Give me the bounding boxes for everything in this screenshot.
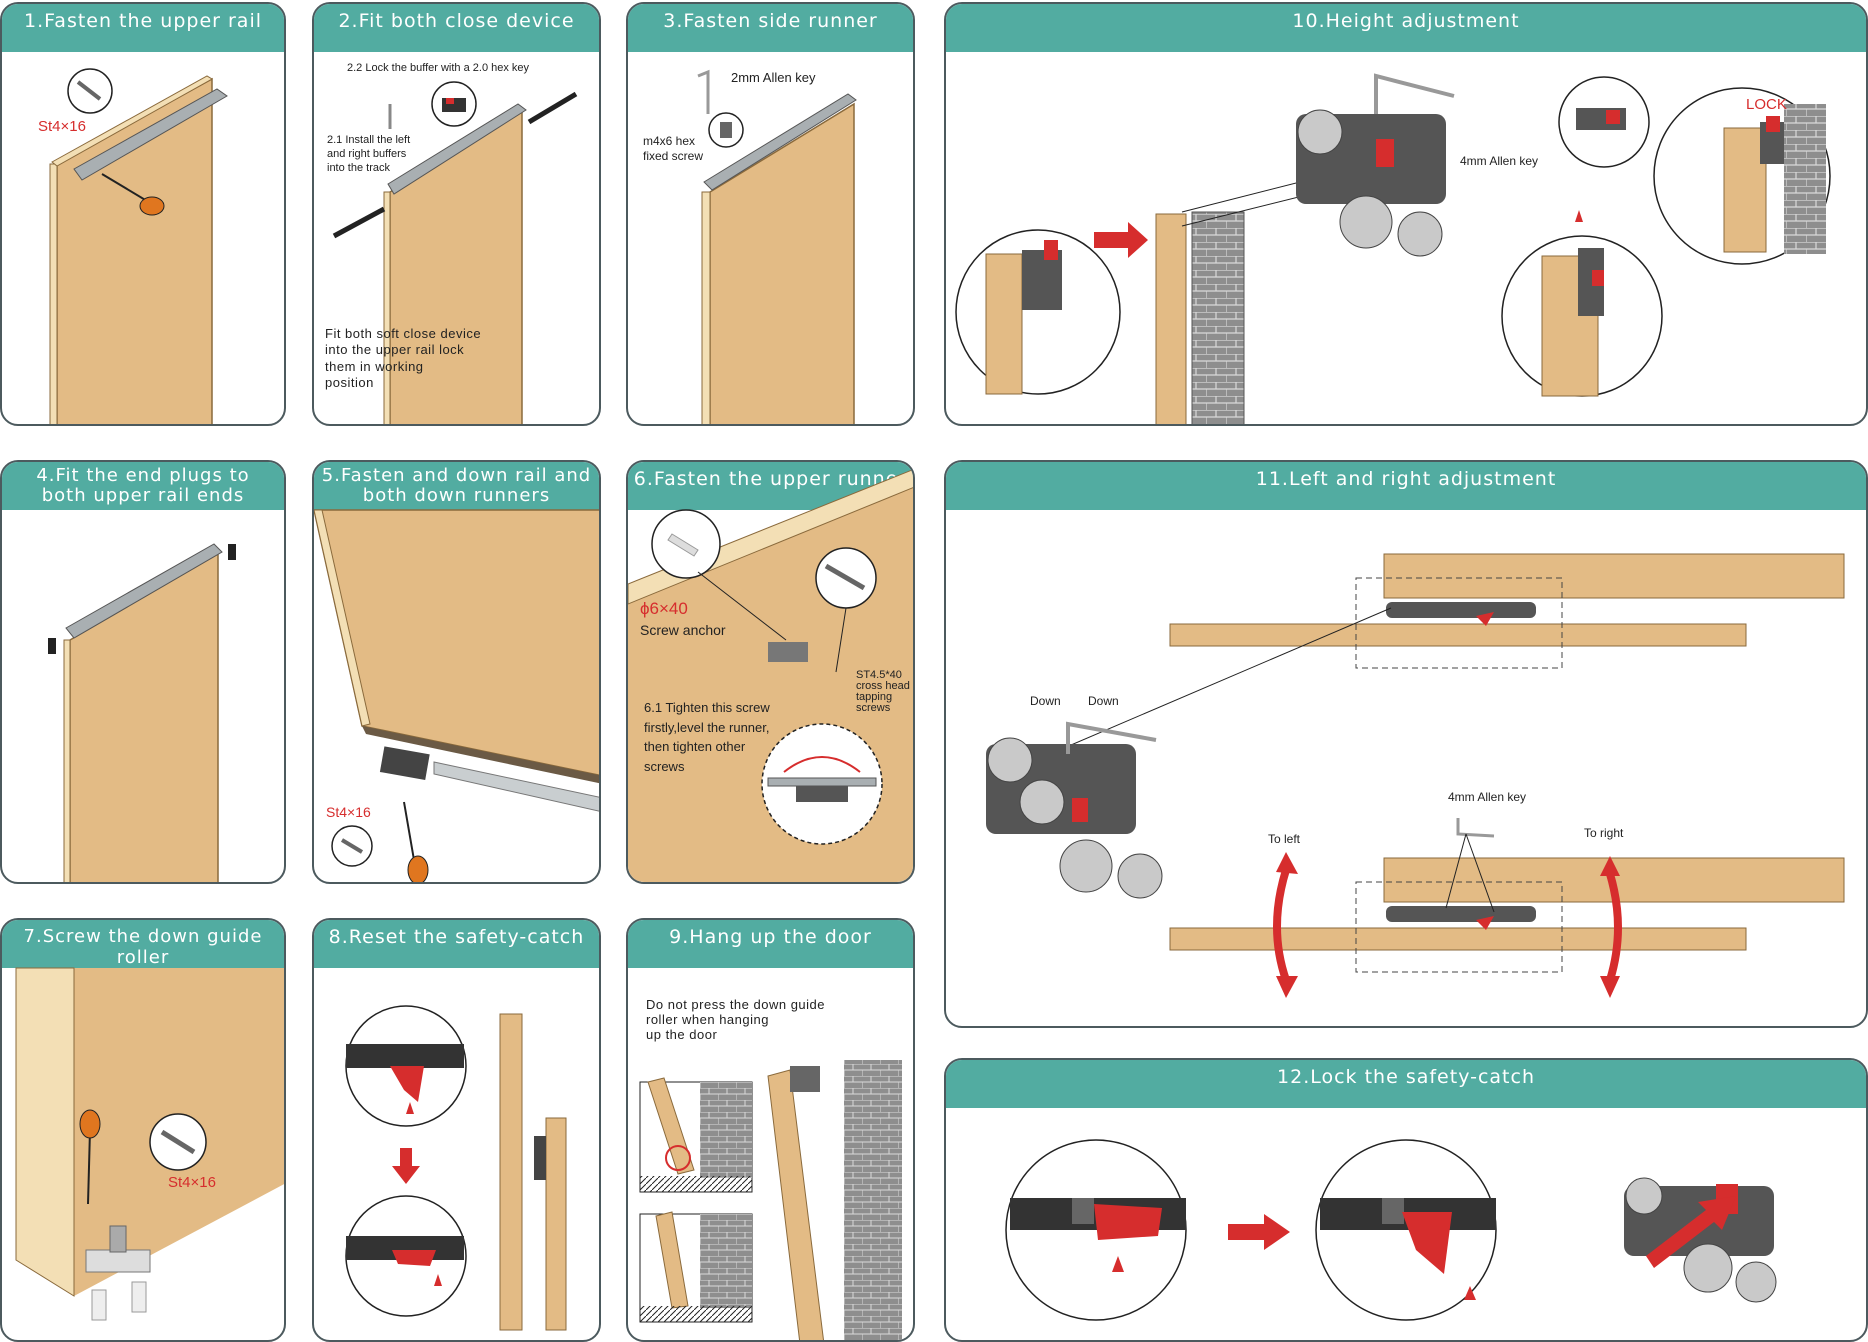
panel-title: 7.Screw the down guide roller: [2, 920, 284, 968]
allen-key-label: 4mm Allen key: [1448, 790, 1527, 804]
panel-10: 10.Height adjustment: [944, 2, 1868, 426]
panel-title: 1.Fasten the upper rail: [2, 4, 284, 52]
side-runner-illustration: [697, 69, 857, 424]
panel-title: 11.Left and right adjustment: [946, 462, 1866, 510]
anchor-size-label: ϕ6×40: [640, 599, 688, 618]
down-label-left: Down: [1030, 694, 1061, 708]
panel-1: 1.Fasten the upper rail St4×16: [0, 2, 286, 426]
anchor-label: Screw anchor: [640, 622, 726, 638]
to-left-label: To left: [1268, 832, 1301, 846]
hanging-warning-note: Do not press the down guide roller when …: [646, 997, 825, 1042]
tighten-instruction: 6.1 Tighten this screw firstly,level the…: [644, 700, 770, 774]
panel-title: 4.Fit the end plugs to both upper rail e…: [2, 462, 284, 510]
to-right-label: To right: [1584, 826, 1624, 840]
screw-size-label: St4×16: [168, 1174, 216, 1191]
down-label-right: Down: [1088, 694, 1119, 708]
panel-9: 9.Hang up the door Do not press the down…: [626, 918, 915, 1342]
height-adjustment-illustration: [955, 73, 1831, 424]
panel-4: 4.Fit the end plugs to both upper rail e…: [0, 460, 286, 884]
panel-title: 9.Hang up the door: [628, 920, 913, 968]
fit-note: Fit both soft close device into the uppe…: [325, 326, 482, 390]
screw-size-label: St4×16: [38, 118, 86, 135]
panel-11: 11.Left and right adjustment Down Down 4…: [944, 460, 1868, 1028]
panel-title: 3.Fasten side runner: [628, 4, 913, 52]
lock-label: LOCK: [1746, 96, 1787, 113]
lock-safety-catch-illustration: [1005, 1139, 1777, 1321]
hex-screw-label: m4x6 hex fixed screw: [643, 134, 704, 163]
panel-title: 8.Reset the safety-catch: [314, 920, 599, 968]
end-plugs-illustration: [48, 543, 236, 882]
down-guide-roller-illustration: [15, 967, 284, 1321]
panel-title: 10.Height adjustment: [946, 4, 1866, 52]
panel-6: 6.Fasten the upper runner ϕ6×40 Screw an…: [626, 460, 915, 884]
screw-size-label: St4×16: [326, 804, 371, 820]
panel-title: 6.Fasten the upper runner: [628, 462, 913, 510]
allen-key-label: 4mm Allen key: [1460, 154, 1539, 168]
upper-runner-illustration: [628, 469, 913, 882]
lock-note: 2.2 Lock the buffer with a 2.0 hex key: [347, 62, 530, 74]
left-right-adjustment-illustration: [986, 553, 1845, 998]
hang-door-illustration: [639, 1060, 902, 1340]
close-device-illustration: [332, 81, 578, 424]
allen-key-label: 2mm Allen key: [731, 70, 816, 85]
panel-title: 5.Fasten and down rail and both down run…: [314, 462, 599, 510]
panel-3: 3.Fasten side runner 2mm Allen key m4x6 …: [626, 2, 915, 426]
down-rail-illustration: [314, 509, 599, 882]
panel-2: 2.Fit both close device 2.2 Lock the buf…: [312, 2, 601, 426]
reset-safety-catch-illustration: [345, 1005, 567, 1331]
panel-12: 12.Lock the safety-catch: [944, 1058, 1868, 1342]
panel-7: 7.Screw the down guide roller St4×16: [0, 918, 286, 1342]
panel-title: 12.Lock the safety-catch: [946, 1060, 1866, 1108]
fasten-upper-rail-illustration: [49, 68, 228, 424]
panel-5: 5.Fasten and down rail and both down run…: [312, 460, 601, 884]
install-note: 2.1 Install the left and right buffers i…: [327, 134, 411, 174]
panel-8: 8.Reset the safety-catch: [312, 918, 601, 1342]
panel-title: 2.Fit both close device: [314, 4, 599, 52]
tapping-screws-label: ST4.5*40 cross head tapping screws: [856, 669, 910, 714]
